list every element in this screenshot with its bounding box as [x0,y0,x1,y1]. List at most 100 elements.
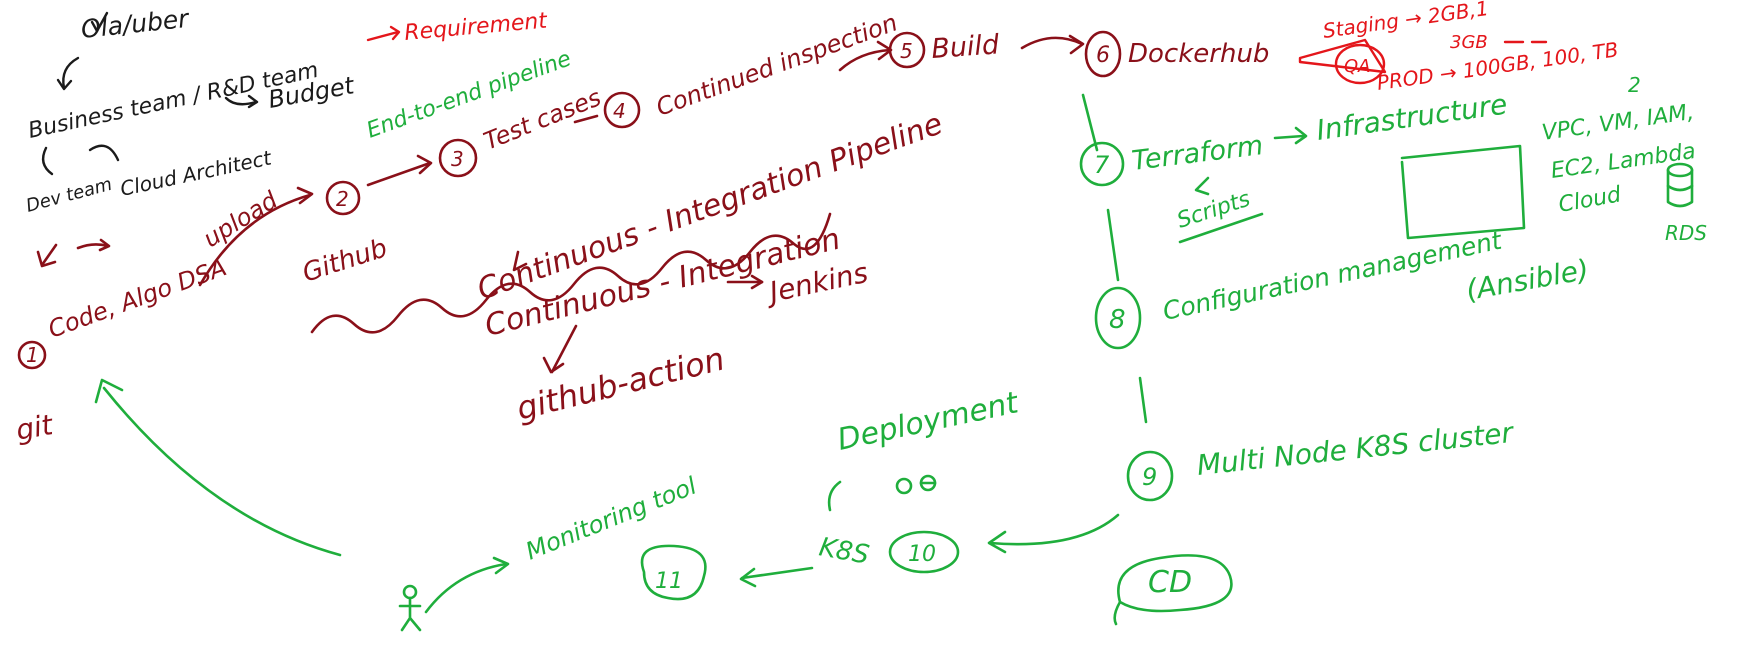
ansible-label: (Ansible) [1463,253,1591,307]
step-9-label: Multi Node K8S cluster [1195,416,1516,482]
github-action-arrow [550,324,578,374]
arrow-head [56,78,73,91]
checkmark-icon [90,11,109,33]
step-8-number: 8 [1109,305,1126,335]
step-10: 10 K8S Deployment [739,385,1022,588]
arrow-head [987,530,1007,554]
step-8-circle [1094,286,1142,350]
step-9: 9 Multi Node K8S cluster [987,416,1516,554]
infra-line-1: VPC, VM, IAM, [1540,100,1695,146]
env-wedge [1298,38,1387,74]
step-3-dash [573,114,599,124]
step-6: 6 Dockerhub [1084,30,1269,78]
git-label: git [13,408,56,447]
infra-line-3: Cloud [1557,182,1624,218]
infra-line-2: EC2, Lambda [1549,139,1697,184]
arrow-head [389,25,401,41]
cd-circle [1113,554,1233,626]
scripts-underline [1178,212,1264,244]
monitoring-arrow [424,562,508,614]
step-1: 1 Code, Algo DSA git upload [13,186,314,447]
arrow-head [296,186,314,205]
cd-marker: CD [1113,554,1233,626]
step-10-arrow [740,566,814,580]
step-9-arrow [988,513,1120,546]
stakeholder-notes: Ola/uber Business team / R&D team Requir… [24,4,549,217]
environments: QA Staging → 2GB,1 3GB PROD → 100GB, 100… [1298,0,1620,95]
step-1-label: Code, Algo DSA [44,253,230,343]
cloud-architect-label: Cloud Architect [118,145,274,201]
step-2: 2 Github [299,154,433,289]
step-4: 4 Continued inspection [603,8,901,129]
deployment-label: Deployment [834,385,1022,458]
step-3-circle [438,138,478,178]
requirement-arrow [366,30,400,42]
step-10-circle [888,530,960,574]
rds-label: RDS [1665,221,1707,245]
step-5: 5 Build [888,29,1085,69]
prod-label: PROD → 100GB, 100, TB [1375,37,1619,95]
arrow-head [416,154,433,175]
deployment-arrow [827,480,842,512]
step-7-number: 7 [1094,151,1110,179]
arrow-head [247,94,259,109]
dev-arrows [36,238,111,268]
ci-section: Continuous - Integration Pipeline Contin… [310,106,947,428]
requirement-label: Requirement [403,8,549,45]
step-8-label: Configuration management [1160,225,1505,325]
github-action-label: github-action [513,339,729,427]
arrow-head [739,567,757,588]
monitoring-tool-label: Monitoring tool [522,472,701,566]
step-6-label: Dockerhub [1128,39,1269,69]
upload-label: upload [198,186,283,253]
step-4-circle [603,91,641,129]
database-icon [1666,162,1694,208]
step-10-number: 10 [908,542,936,567]
step-7-circle [1079,141,1125,187]
step-11-number: 11 [655,569,683,594]
step-4-label: Continued inspection [652,8,901,121]
person-icon [398,584,422,632]
step-7-arrow [1273,134,1305,140]
step-11-circle [640,544,707,601]
step-2-arrow [366,161,432,187]
step-2-circle [325,180,361,216]
step-4-arrow [838,48,892,72]
infra-number: 2 [1628,73,1641,97]
arrow-head [94,378,124,404]
arrow-head [750,274,764,290]
dev-team-label: Dev team [24,174,114,217]
feedback-loop-arrow [102,386,342,557]
qa-label: QA [1344,56,1370,77]
pods-icon [895,474,937,495]
arrow-head [1294,126,1308,145]
staging-extra: 3GB [1450,32,1488,53]
step-4-number: 4 [613,99,626,123]
step-1-number: 1 [26,343,39,367]
connector-8-9 [1138,376,1148,424]
dev-arrow [41,146,54,176]
budget-arrow [224,96,258,106]
step-1-circle [17,340,47,370]
step-8: 8 Configuration management (Ansible) [1094,225,1591,350]
infrastructure-label: Infrastructure [1314,88,1509,147]
step-5-number: 5 [900,39,913,63]
upload-arrow [198,193,312,287]
arrow-head [492,556,510,575]
connector-7-8 [1106,208,1120,282]
infra-list: VPC, VM, IAM, EC2, Lambda Cloud RDS [1540,100,1707,245]
k8s-label: K8S [817,532,872,570]
step-7-label: Terraform [1130,130,1265,177]
step-6-circle [1084,30,1122,78]
cd-label: CD [1148,565,1192,600]
infrastructure-box [1400,144,1526,240]
scripts-arrow [1194,176,1210,196]
cloud-arrow [88,144,120,162]
step-11: 11 Monitoring tool [398,472,707,632]
step-6-number: 6 [1096,43,1110,68]
qa-circle [1334,43,1386,85]
arrow-head [542,356,565,374]
step-2-label: Github [299,233,391,288]
connector-6-7 [1081,93,1099,152]
